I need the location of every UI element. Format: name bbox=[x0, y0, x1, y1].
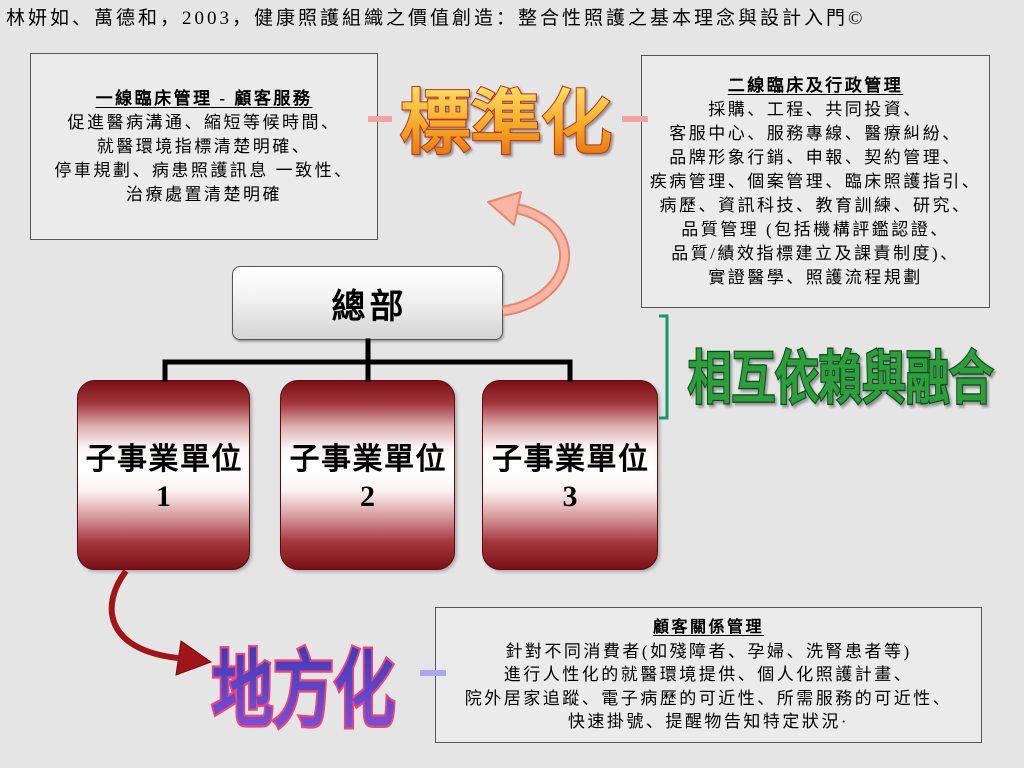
secondline-box-line: 病歷、資訊科技、教育訓練、研究、 bbox=[659, 195, 972, 215]
feedback-arrow-head bbox=[487, 191, 522, 226]
secondline-box-line: 品質管理 (包括機構評鑑認證、 bbox=[681, 219, 950, 239]
customer-relations-line: 針對不同消費者(如殘障者、孕婦、洗腎患者等) bbox=[505, 641, 912, 661]
secondline-box-line: 品牌形象行銷、申報、契約管理、 bbox=[669, 147, 962, 167]
business-unit-number: 1 bbox=[156, 480, 171, 513]
secondline-box-line: 實證醫學、照護流程規劃 bbox=[708, 267, 923, 287]
secondline-box-line: 採購、工程、共同投資、 bbox=[708, 99, 923, 119]
customer-relations-line: 快速掛號、提醒物告知特定狀況· bbox=[567, 712, 850, 732]
feedback-arrow-shaft bbox=[502, 204, 569, 315]
business-unit-name: 子事業單位 bbox=[289, 443, 447, 476]
interdependence-label: 相互依賴與融合 bbox=[688, 346, 993, 412]
frontline-management-box: 一線臨床管理 - 顧客服務 促進醫病溝通、縮短等候時間、 就醫環境指標清楚明確、… bbox=[30, 53, 378, 240]
frontline-management-title: 一線臨床管理 - 顧客服務 bbox=[95, 88, 313, 108]
citation-header: 林妍如、萬德和，2003，健康照護組織之價值創造：整合性照護之基本理念與設計入門… bbox=[6, 8, 866, 29]
customer-relations-title: 顧客關係管理 bbox=[652, 619, 764, 637]
business-unit-box-2: 子事業單位 2 bbox=[280, 380, 455, 570]
frontline-box-line: 促進醫病溝通、縮短等候時間、 bbox=[67, 112, 341, 132]
customer-relations-line: 院外居家追蹤、電子病歷的可近性、所需服務的可近性、 bbox=[464, 688, 953, 708]
headquarters-label: 總部 bbox=[331, 288, 408, 326]
business-unit-name: 子事業單位 bbox=[85, 443, 243, 476]
business-unit-number: 2 bbox=[360, 480, 375, 513]
localization-curved-arrow-icon bbox=[108, 569, 213, 676]
customer-relations-box: 顧客關係管理 針對不同消費者(如殘障者、孕婦、洗腎患者等) 進行人性化的就醫環境… bbox=[435, 607, 982, 743]
standardization-label: 標準化 bbox=[400, 85, 612, 163]
secondline-box-line: 疾病管理、個案管理、臨床照護指引、 bbox=[649, 171, 982, 191]
frontline-box-line: 停車規劃、病患照護訊息 一致性、 bbox=[54, 160, 354, 180]
localization-arrow-head bbox=[175, 640, 213, 676]
frontline-box-line: 治療處置清楚明確 bbox=[126, 184, 282, 204]
business-unit-box-1: 子事業單位 1 bbox=[77, 380, 250, 570]
headquarters-box: 總部 bbox=[232, 266, 503, 340]
secondline-box-line: 品質/績效指標建立及課責制度)、 bbox=[671, 243, 960, 263]
secondline-management-box: 二線臨床及行政管理 採購、工程、共同投資、 客服中心、服務專線、醫療糾紛、 品牌… bbox=[641, 55, 990, 308]
org-chart-connectors bbox=[162, 338, 573, 382]
secondline-box-line: 客服中心、服務專線、醫療糾紛、 bbox=[669, 123, 962, 143]
business-unit-number: 3 bbox=[562, 480, 578, 513]
business-unit-name: 子事業單位 bbox=[492, 443, 650, 476]
customer-relations-line: 進行人性化的就醫環境提供、個人化照護計畫、 bbox=[503, 665, 914, 685]
interdependence-bracket bbox=[659, 314, 669, 420]
business-unit-box-3: 子事業單位 3 bbox=[482, 380, 658, 570]
feedback-arrow-shaft-outline bbox=[502, 202, 571, 317]
localization-label: 地方化 bbox=[212, 643, 395, 740]
frontline-box-line: 就醫環境指標清楚明確、 bbox=[96, 136, 312, 156]
localization-arrow-shaft bbox=[108, 569, 179, 661]
secondline-management-title: 二線臨床及行政管理 bbox=[727, 75, 904, 95]
